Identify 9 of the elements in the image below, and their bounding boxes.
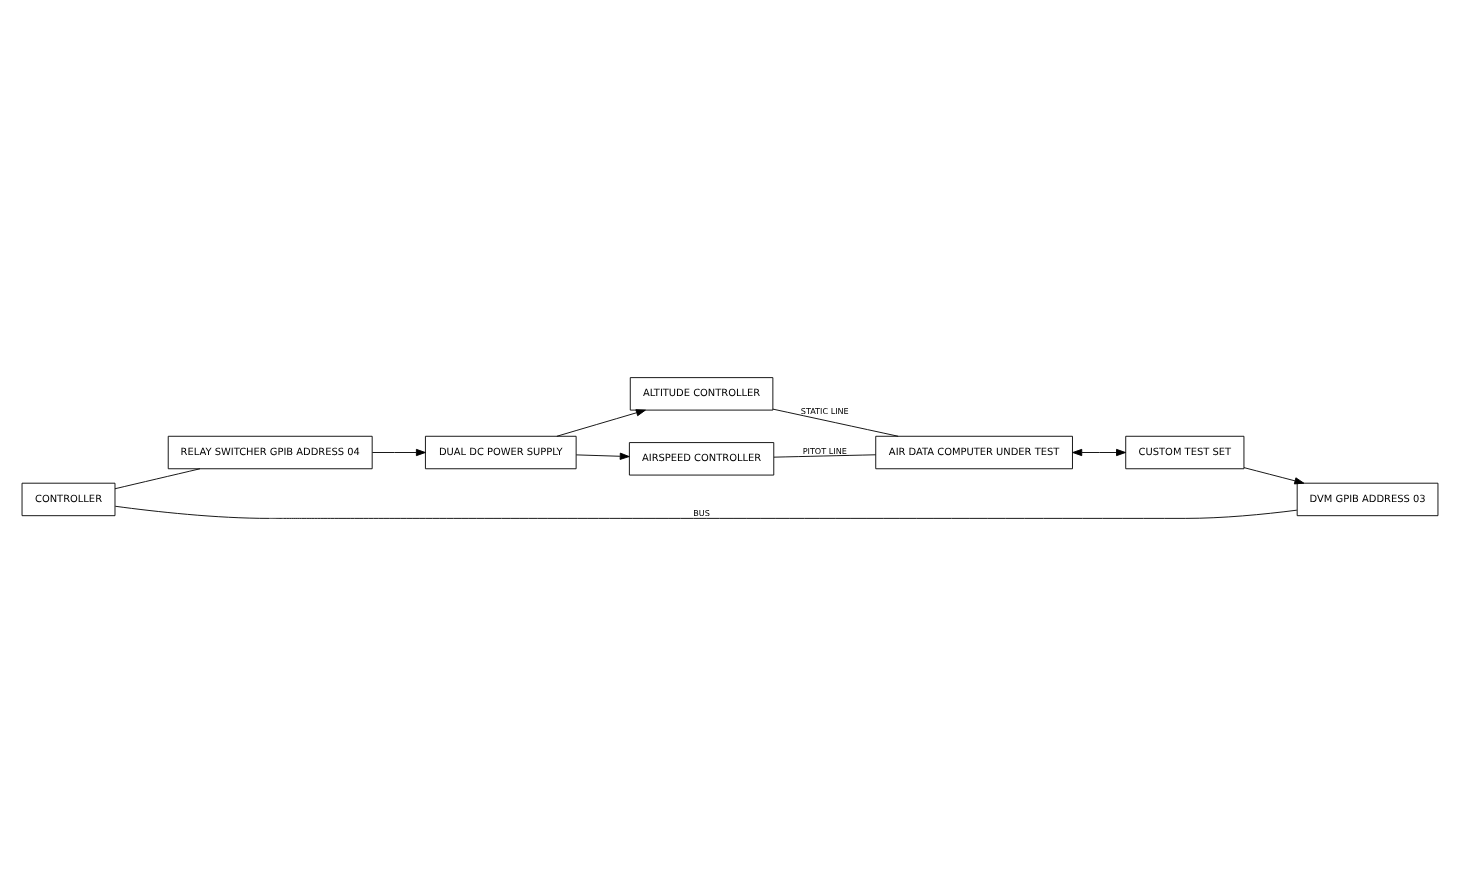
arrow: [372, 447, 426, 456]
connector: [114, 467, 201, 489]
connector: [772, 407, 899, 436]
arrow: [1072, 447, 1126, 456]
connector: [773, 453, 876, 457]
arrow: [575, 451, 630, 459]
connector: [114, 504, 1298, 518]
arrow: [1243, 466, 1305, 484]
arrow: [556, 408, 646, 436]
